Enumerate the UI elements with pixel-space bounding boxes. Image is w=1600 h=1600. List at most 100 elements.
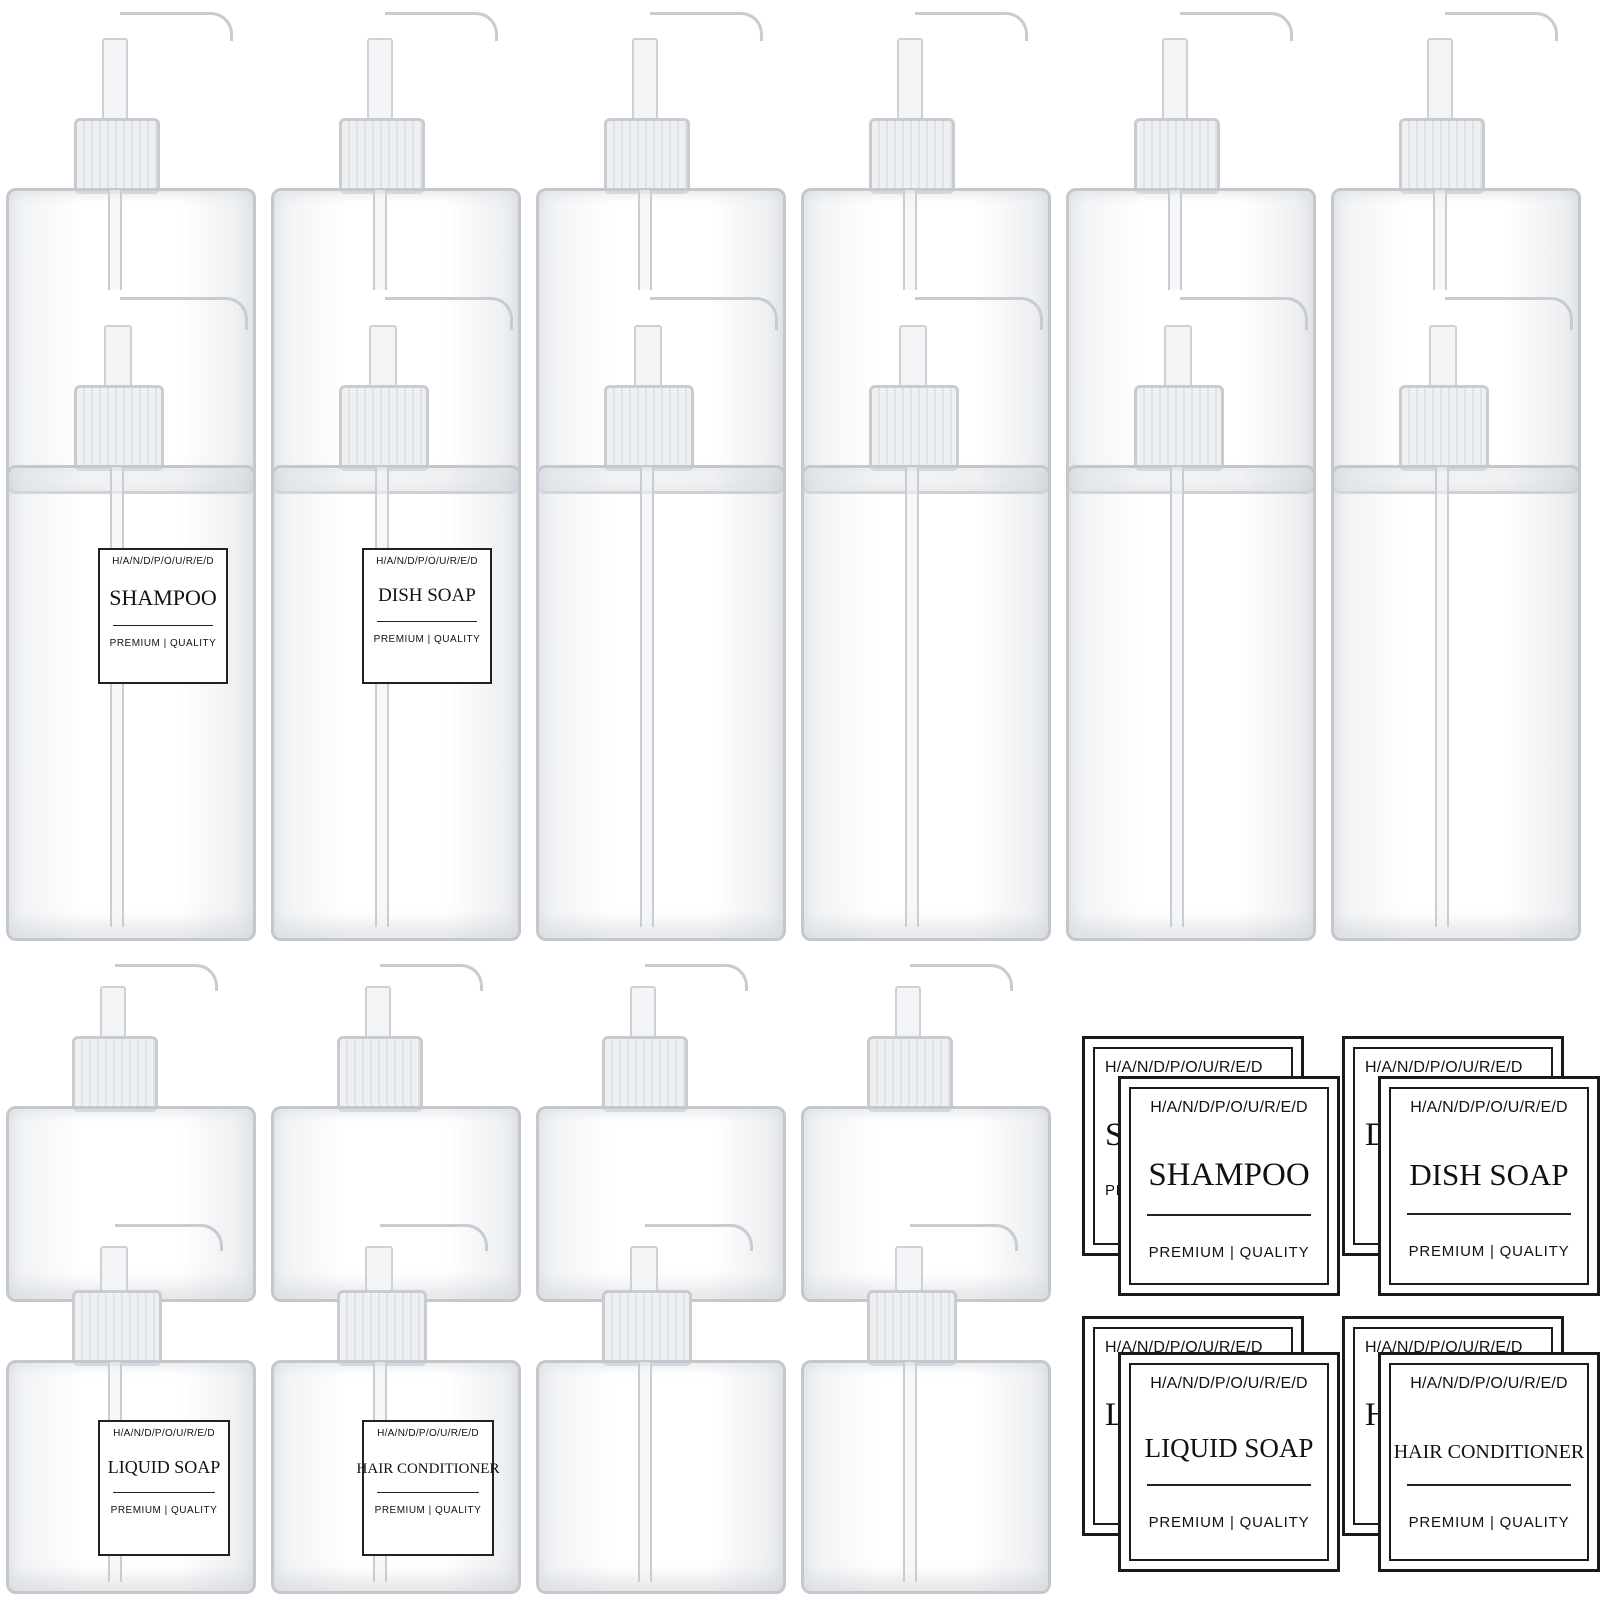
pump-cap <box>72 1036 158 1112</box>
sticker-quality: PREMIUM | QUALITY <box>1148 1514 1310 1531</box>
pump-cap <box>602 1036 688 1112</box>
pump-spout <box>1180 12 1293 41</box>
pump-stem <box>897 38 923 122</box>
pump-stem <box>1164 325 1192 389</box>
bottle-body <box>536 465 786 941</box>
pump-spout <box>915 12 1028 41</box>
label-brand: H/A/N/D/P/O/U/R/E/D <box>112 556 214 567</box>
sticker-brand: H/A/N/D/P/O/U/R/E/D <box>1365 1059 1523 1076</box>
bottle-body <box>536 1360 786 1594</box>
pump-stem <box>1429 325 1457 389</box>
bottle-label-dish-soap: H/A/N/D/P/O/U/R/E/D DISH SOAP PREMIUM | … <box>362 548 492 684</box>
pump-stem <box>1162 38 1188 122</box>
dip-tube <box>640 467 654 927</box>
bottle-body <box>6 465 256 941</box>
pump-spout <box>115 1224 223 1251</box>
pump-spout <box>1445 297 1573 330</box>
sticker-brand: H/A/N/D/P/O/U/R/E/D <box>1105 1339 1263 1356</box>
sticker-divider <box>1406 1213 1572 1215</box>
sticker-shampoo: H/A/N/D/P/O/U/R/E/D SHAMPOO PREMIUM | QU… <box>1118 1076 1340 1296</box>
pump-stem <box>365 986 391 1040</box>
dip-tube <box>903 1362 917 1582</box>
sticker-brand: H/A/N/D/P/O/U/R/E/D <box>1150 1099 1308 1116</box>
label-brand: H/A/N/D/P/O/U/R/E/D <box>377 1428 479 1439</box>
label-brand: H/A/N/D/P/O/U/R/E/D <box>376 556 478 567</box>
label-brand: H/A/N/D/P/O/U/R/E/D <box>113 1428 215 1439</box>
dip-tube <box>905 467 919 927</box>
sticker-product-name: HAIR CONDITIONER <box>1393 1441 1585 1463</box>
pump-spout <box>910 1224 1018 1251</box>
pump-stem <box>630 1246 658 1294</box>
sticker-product-name: LIQUID SOAP <box>1144 1433 1314 1463</box>
label-product-name: SHAMPOO <box>109 585 217 610</box>
pump-spout <box>645 964 748 991</box>
pump-stem <box>895 1246 923 1294</box>
label-quality: PREMIUM | QUALITY <box>374 1505 482 1516</box>
dip-tube <box>375 467 389 927</box>
dip-tube <box>1168 190 1182 290</box>
label-quality: PREMIUM | QUALITY <box>110 1505 218 1516</box>
bottle-label-shampoo: H/A/N/D/P/O/U/R/E/D SHAMPOO PREMIUM | QU… <box>98 548 228 684</box>
bottle-body <box>6 1106 256 1302</box>
pump-spout <box>1445 12 1558 41</box>
sticker-brand: H/A/N/D/P/O/U/R/E/D <box>1105 1059 1263 1076</box>
pump-stem <box>895 986 921 1040</box>
pump-spout <box>385 297 513 330</box>
pump-stem <box>102 38 128 122</box>
dip-tube <box>108 190 122 290</box>
pump-cap <box>337 1036 423 1112</box>
pump-stem <box>1427 38 1453 122</box>
sticker-brand: H/A/N/D/P/O/U/R/E/D <box>1365 1339 1523 1356</box>
bottle-body <box>801 465 1051 941</box>
sticker-divider <box>1406 1484 1572 1486</box>
pump-stem <box>100 1246 128 1294</box>
bottle-body <box>801 1360 1051 1594</box>
bottle-body <box>1331 465 1581 941</box>
pump-cap <box>1134 118 1220 194</box>
square-bottle-front-4 <box>795 1220 1055 1595</box>
pump-cap <box>1399 385 1489 471</box>
sticker-frame: H/A/N/D/P/O/U/R/E/D DISH SOAP PREMIUM | … <box>1389 1087 1589 1285</box>
pump-spout <box>385 12 498 41</box>
sticker-hair-conditioner: H/A/N/D/P/O/U/R/E/D HAIR CONDITIONER PRE… <box>1378 1352 1600 1572</box>
dip-tube <box>110 467 124 927</box>
dip-tube <box>373 190 387 290</box>
sticker-liquid-soap: H/A/N/D/P/O/U/R/E/D LIQUID SOAP PREMIUM … <box>1118 1352 1340 1572</box>
pump-stem <box>899 325 927 389</box>
label-product-name: HAIR CONDITIONER <box>356 1461 500 1477</box>
pump-spout <box>120 297 248 330</box>
pump-spout <box>910 964 1013 991</box>
bottle-label-hair-conditioner: H/A/N/D/P/O/U/R/E/D HAIR CONDITIONER PRE… <box>357 1420 499 1556</box>
pump-cap <box>74 385 164 471</box>
label-quality: PREMIUM | QUALITY <box>373 634 481 645</box>
sticker-quality: PREMIUM | QUALITY <box>1148 1244 1310 1261</box>
pump-stem <box>104 325 132 389</box>
pump-spout <box>115 964 218 991</box>
dip-tube <box>903 190 917 290</box>
pump-stem <box>367 38 393 122</box>
sticker-dish-soap: H/A/N/D/P/O/U/R/E/D DISH SOAP PREMIUM | … <box>1378 1076 1600 1296</box>
sticker-brand: H/A/N/D/P/O/U/R/E/D <box>1150 1375 1308 1392</box>
label-divider <box>376 1492 480 1493</box>
pump-cap <box>869 385 959 471</box>
pump-spout <box>650 297 778 330</box>
label-divider <box>112 1492 216 1493</box>
pump-cap <box>337 1290 427 1366</box>
label-divider <box>112 625 214 626</box>
sticker-brand: H/A/N/D/P/O/U/R/E/D <box>1410 1099 1568 1116</box>
sticker-frame: H/A/N/D/P/O/U/R/E/D HAIR CONDITIONER PRE… <box>1389 1363 1589 1561</box>
label-divider <box>376 621 478 622</box>
bottle-label-liquid-soap: H/A/N/D/P/O/U/R/E/D LIQUID SOAP PREMIUM … <box>98 1420 230 1556</box>
pump-cap <box>1399 118 1485 194</box>
pump-cap <box>74 118 160 194</box>
dip-tube <box>1435 467 1449 927</box>
sticker-divider <box>1146 1214 1312 1216</box>
bottle-body <box>1066 465 1316 941</box>
square-bottle-back-2 <box>265 960 525 1310</box>
pump-cap <box>867 1036 953 1112</box>
bottle-body <box>271 1106 521 1302</box>
pump-cap <box>867 1290 957 1366</box>
pump-cap <box>604 118 690 194</box>
pump-spout <box>1180 297 1308 330</box>
pump-spout <box>120 12 233 41</box>
